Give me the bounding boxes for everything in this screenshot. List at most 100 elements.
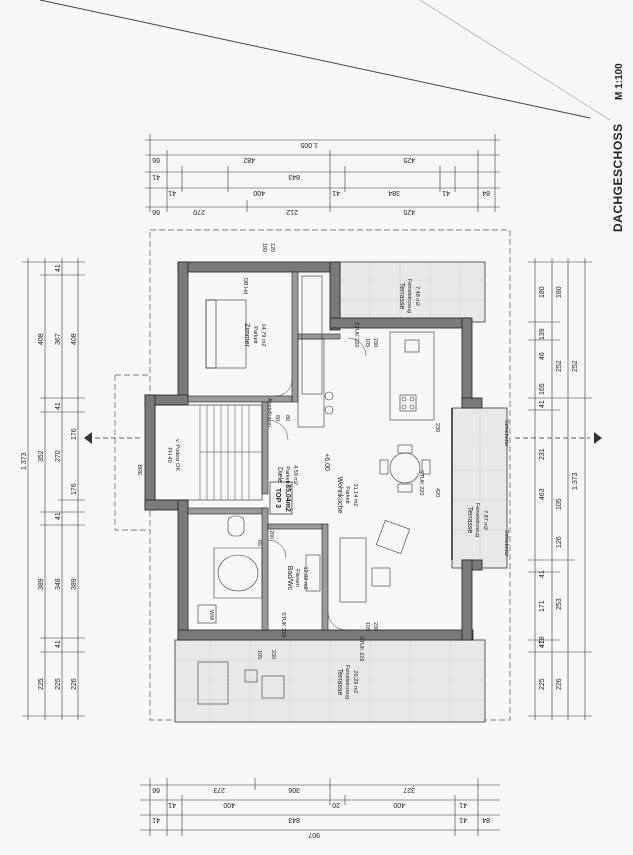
- top-dim-label: 41: [442, 189, 450, 196]
- hob-burner: [409, 396, 415, 402]
- right-dim-label: 46: [539, 352, 546, 360]
- section-arrow-left: [84, 432, 92, 444]
- bed-headboard: [205, 299, 217, 369]
- kitchen-counter: [389, 331, 435, 421]
- fridge-icon: [324, 391, 334, 401]
- top-dim-label: 400: [253, 189, 265, 196]
- opening-label: 420: [434, 488, 440, 497]
- top-dim-label: 41: [152, 173, 160, 180]
- right-dim-label: 478: [539, 636, 546, 648]
- room-diele-name: Diele: [276, 467, 283, 483]
- room-zimmer: Zimmer Parkett 14,79 m2 DB Hd: [242, 278, 266, 348]
- right-dimension-chains: [528, 258, 592, 720]
- terrace-top-area: 7,48 m2: [414, 286, 420, 306]
- door-swings: [267, 337, 367, 631]
- right-dim-label: 105: [556, 498, 563, 510]
- bottom-dim-label: 400: [223, 801, 235, 808]
- unit-label-name: TOP 3: [274, 488, 281, 508]
- stuk-label: STUK 220: [358, 636, 364, 661]
- hob-burner: [401, 396, 407, 402]
- unit-label-area: 85,04m2: [284, 484, 291, 512]
- bottom-dim-label: 41: [459, 816, 467, 823]
- opening-label: 105: [364, 622, 370, 631]
- sofa: [339, 537, 367, 603]
- drawing-scale-text: M 1:100: [614, 63, 625, 100]
- room-zimmer-name: Zimmer: [243, 323, 250, 347]
- terrace-bottom-floor: Feinsteinzeug: [344, 665, 350, 699]
- dining-chair: [421, 459, 431, 475]
- bottom-dim-label: 41: [168, 801, 176, 808]
- room-bad-area: 12,02 m2: [302, 567, 308, 590]
- label-schiebetuer: Schiebetür: [503, 530, 509, 556]
- room-bad-name: Bad/Wc: [286, 566, 293, 591]
- left-dimension-labels: 1.373 408 352 389 225 41 367 41 270 41 3…: [21, 264, 78, 690]
- opening-label: 65: [256, 540, 262, 546]
- left-dim-label: 41: [55, 640, 62, 648]
- left-dim-label: 226: [71, 678, 78, 690]
- toilet: [227, 515, 245, 537]
- kitchen-tall-units: [297, 338, 325, 428]
- left-dim-label: 389: [71, 578, 78, 590]
- terrace-top-name: Terrasse: [398, 283, 405, 310]
- opening-label: 105: [256, 650, 262, 659]
- right-dim-label: 253: [556, 598, 563, 610]
- right-dim-label: 231: [539, 448, 546, 460]
- right-dim-label: 463: [539, 488, 546, 500]
- opening-label: 200: [268, 530, 274, 539]
- right-dim-label: 126: [556, 536, 563, 548]
- top-dimension-labels: 1.005 66 482 425 843 41 41 400 41 384 41…: [152, 141, 490, 215]
- right-dim-label: 165: [539, 383, 546, 395]
- kitchen-hob: [399, 394, 417, 412]
- terrace-right-name: Terrasse: [466, 507, 473, 534]
- room-diele-area: 4,59 m2: [292, 465, 298, 485]
- coffee-table: [371, 567, 391, 587]
- bottom-dim-label: 327: [403, 786, 415, 793]
- page-fold-line: [419, 0, 611, 121]
- opening-label: 230: [372, 622, 378, 631]
- left-dim-label: 348: [55, 578, 62, 590]
- oven-icon: [324, 405, 334, 415]
- armchair: [375, 519, 411, 555]
- terrace-right: [451, 407, 508, 569]
- bed: [205, 299, 247, 369]
- door-swing: [347, 337, 367, 357]
- dining-chair: [397, 444, 413, 454]
- page-edge-line: [39, 0, 591, 119]
- lounge-chair: [261, 675, 285, 699]
- room-bad-floor: Fliesen: [294, 569, 300, 587]
- top-dim-label: 66: [152, 156, 160, 163]
- door-swing: [267, 419, 289, 441]
- stuk-label: STUK 220: [280, 612, 286, 637]
- left-dim-label: 41: [55, 512, 62, 520]
- terrace-bottom-area: 20,29 m2: [352, 671, 358, 694]
- left-dim-label: 408: [71, 333, 78, 345]
- left-dim-label: 176: [71, 483, 78, 495]
- terrace-right-floor: Feinsteinzeug: [474, 503, 480, 537]
- bottom-dim-label: 273: [213, 786, 225, 793]
- stuk-label: STUK 220: [418, 470, 424, 495]
- staircase-outline: [154, 404, 263, 501]
- door-swing: [275, 379, 293, 397]
- left-dim-label: 352: [38, 450, 45, 462]
- bottom-dim-label: 306: [288, 786, 300, 793]
- hob-burner: [401, 404, 407, 410]
- bottom-dim-label: 20: [332, 801, 340, 808]
- right-dim-label: 139: [539, 328, 546, 340]
- bottom-mid-label: 843: [288, 816, 300, 823]
- right-dim-label: 41: [539, 400, 546, 408]
- top-dimension-chains: [145, 134, 500, 212]
- level-marker: +6,00: [323, 453, 330, 471]
- top-dim-label: 84: [482, 189, 490, 196]
- room-wohnkueche-name: Wohnküche: [336, 477, 343, 514]
- furniture: [197, 275, 435, 705]
- left-dim-label: 408: [38, 333, 45, 345]
- unit-label: TOP 3 85,04m2: [269, 481, 293, 515]
- staircase: PH 40 v. Podest OK BRE: [136, 404, 263, 501]
- terrace-grid: [175, 262, 507, 722]
- bathtub: [213, 547, 263, 599]
- right-dim-label: 41: [539, 570, 546, 578]
- left-total-label: 1.373: [21, 452, 28, 470]
- left-dim-label: 41: [55, 402, 62, 410]
- top-dim-label: 41: [332, 189, 340, 196]
- top-dim-label: 425: [403, 156, 415, 163]
